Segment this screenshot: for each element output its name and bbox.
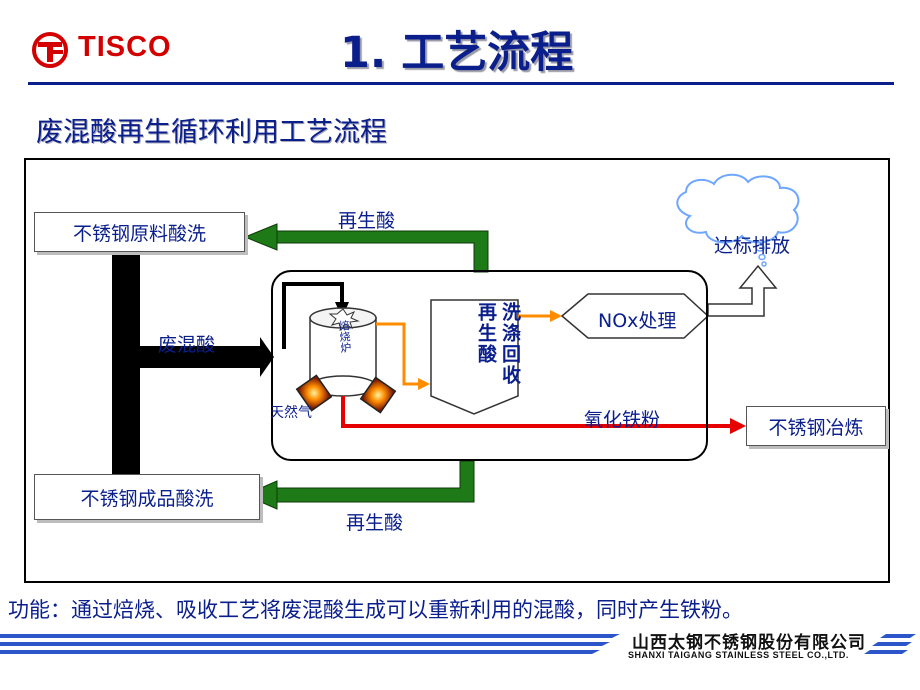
natural-gas-label: 天然气 <box>270 405 312 421</box>
regen-acid-label-top: 再生酸 <box>338 210 396 232</box>
function-note: 功能：通过焙烧、吸收工艺将废混酸生成可以重新利用的混酸，同时产生铁粉。 <box>8 598 743 622</box>
gas-to-washer-flow <box>376 322 430 390</box>
regen-acid-label-bottom: 再生酸 <box>346 512 404 534</box>
company-name-cn: 山西太钢不锈钢股份有限公司 <box>632 633 866 653</box>
regen-acid-return-bottom <box>243 460 475 510</box>
waste-acid-label: 废混酸 <box>158 334 216 356</box>
washer-label: 洗涤回收再生酸 <box>475 302 521 386</box>
raw-material-pickling-box: 不锈钢原料酸洗 <box>34 212 245 252</box>
washer-unit <box>430 299 519 415</box>
furnace-label: 焙烧炉 <box>336 319 353 354</box>
exhaust-arrow <box>707 264 778 317</box>
footer-stripes <box>0 634 916 654</box>
burner-right-icon <box>359 376 397 414</box>
iron-oxide-flow <box>341 396 746 434</box>
logo-text: TISCO <box>78 31 172 63</box>
tisco-logo-icon <box>32 32 68 68</box>
gas-to-nox-flow <box>518 310 562 322</box>
nox-treatment-label: NOx处理 <box>598 310 677 332</box>
page-title: 1. 工艺流程 <box>340 28 574 78</box>
finished-product-pickling-box: 不锈钢成品酸洗 <box>34 474 260 520</box>
iron-oxide-label: 氧化铁粉 <box>584 409 661 431</box>
page-subtitle: 废混酸再生循环利用工艺流程 <box>36 117 387 148</box>
steelmaking-box: 不锈钢冶炼 <box>746 406 886 446</box>
burner-left-icon <box>295 374 333 412</box>
regen-acid-return-top <box>243 223 489 273</box>
header-divider <box>28 82 894 85</box>
discharge-cloud-icon <box>676 173 800 267</box>
discharge-label: 达标排放 <box>714 235 791 257</box>
company-name-en: SHANXI TAIGANG STAINLESS STEEL CO.,LTD. <box>628 650 849 660</box>
diagram-frame <box>24 158 890 583</box>
waste-acid-pipe <box>112 250 274 474</box>
regeneration-plant-panel <box>271 270 708 461</box>
